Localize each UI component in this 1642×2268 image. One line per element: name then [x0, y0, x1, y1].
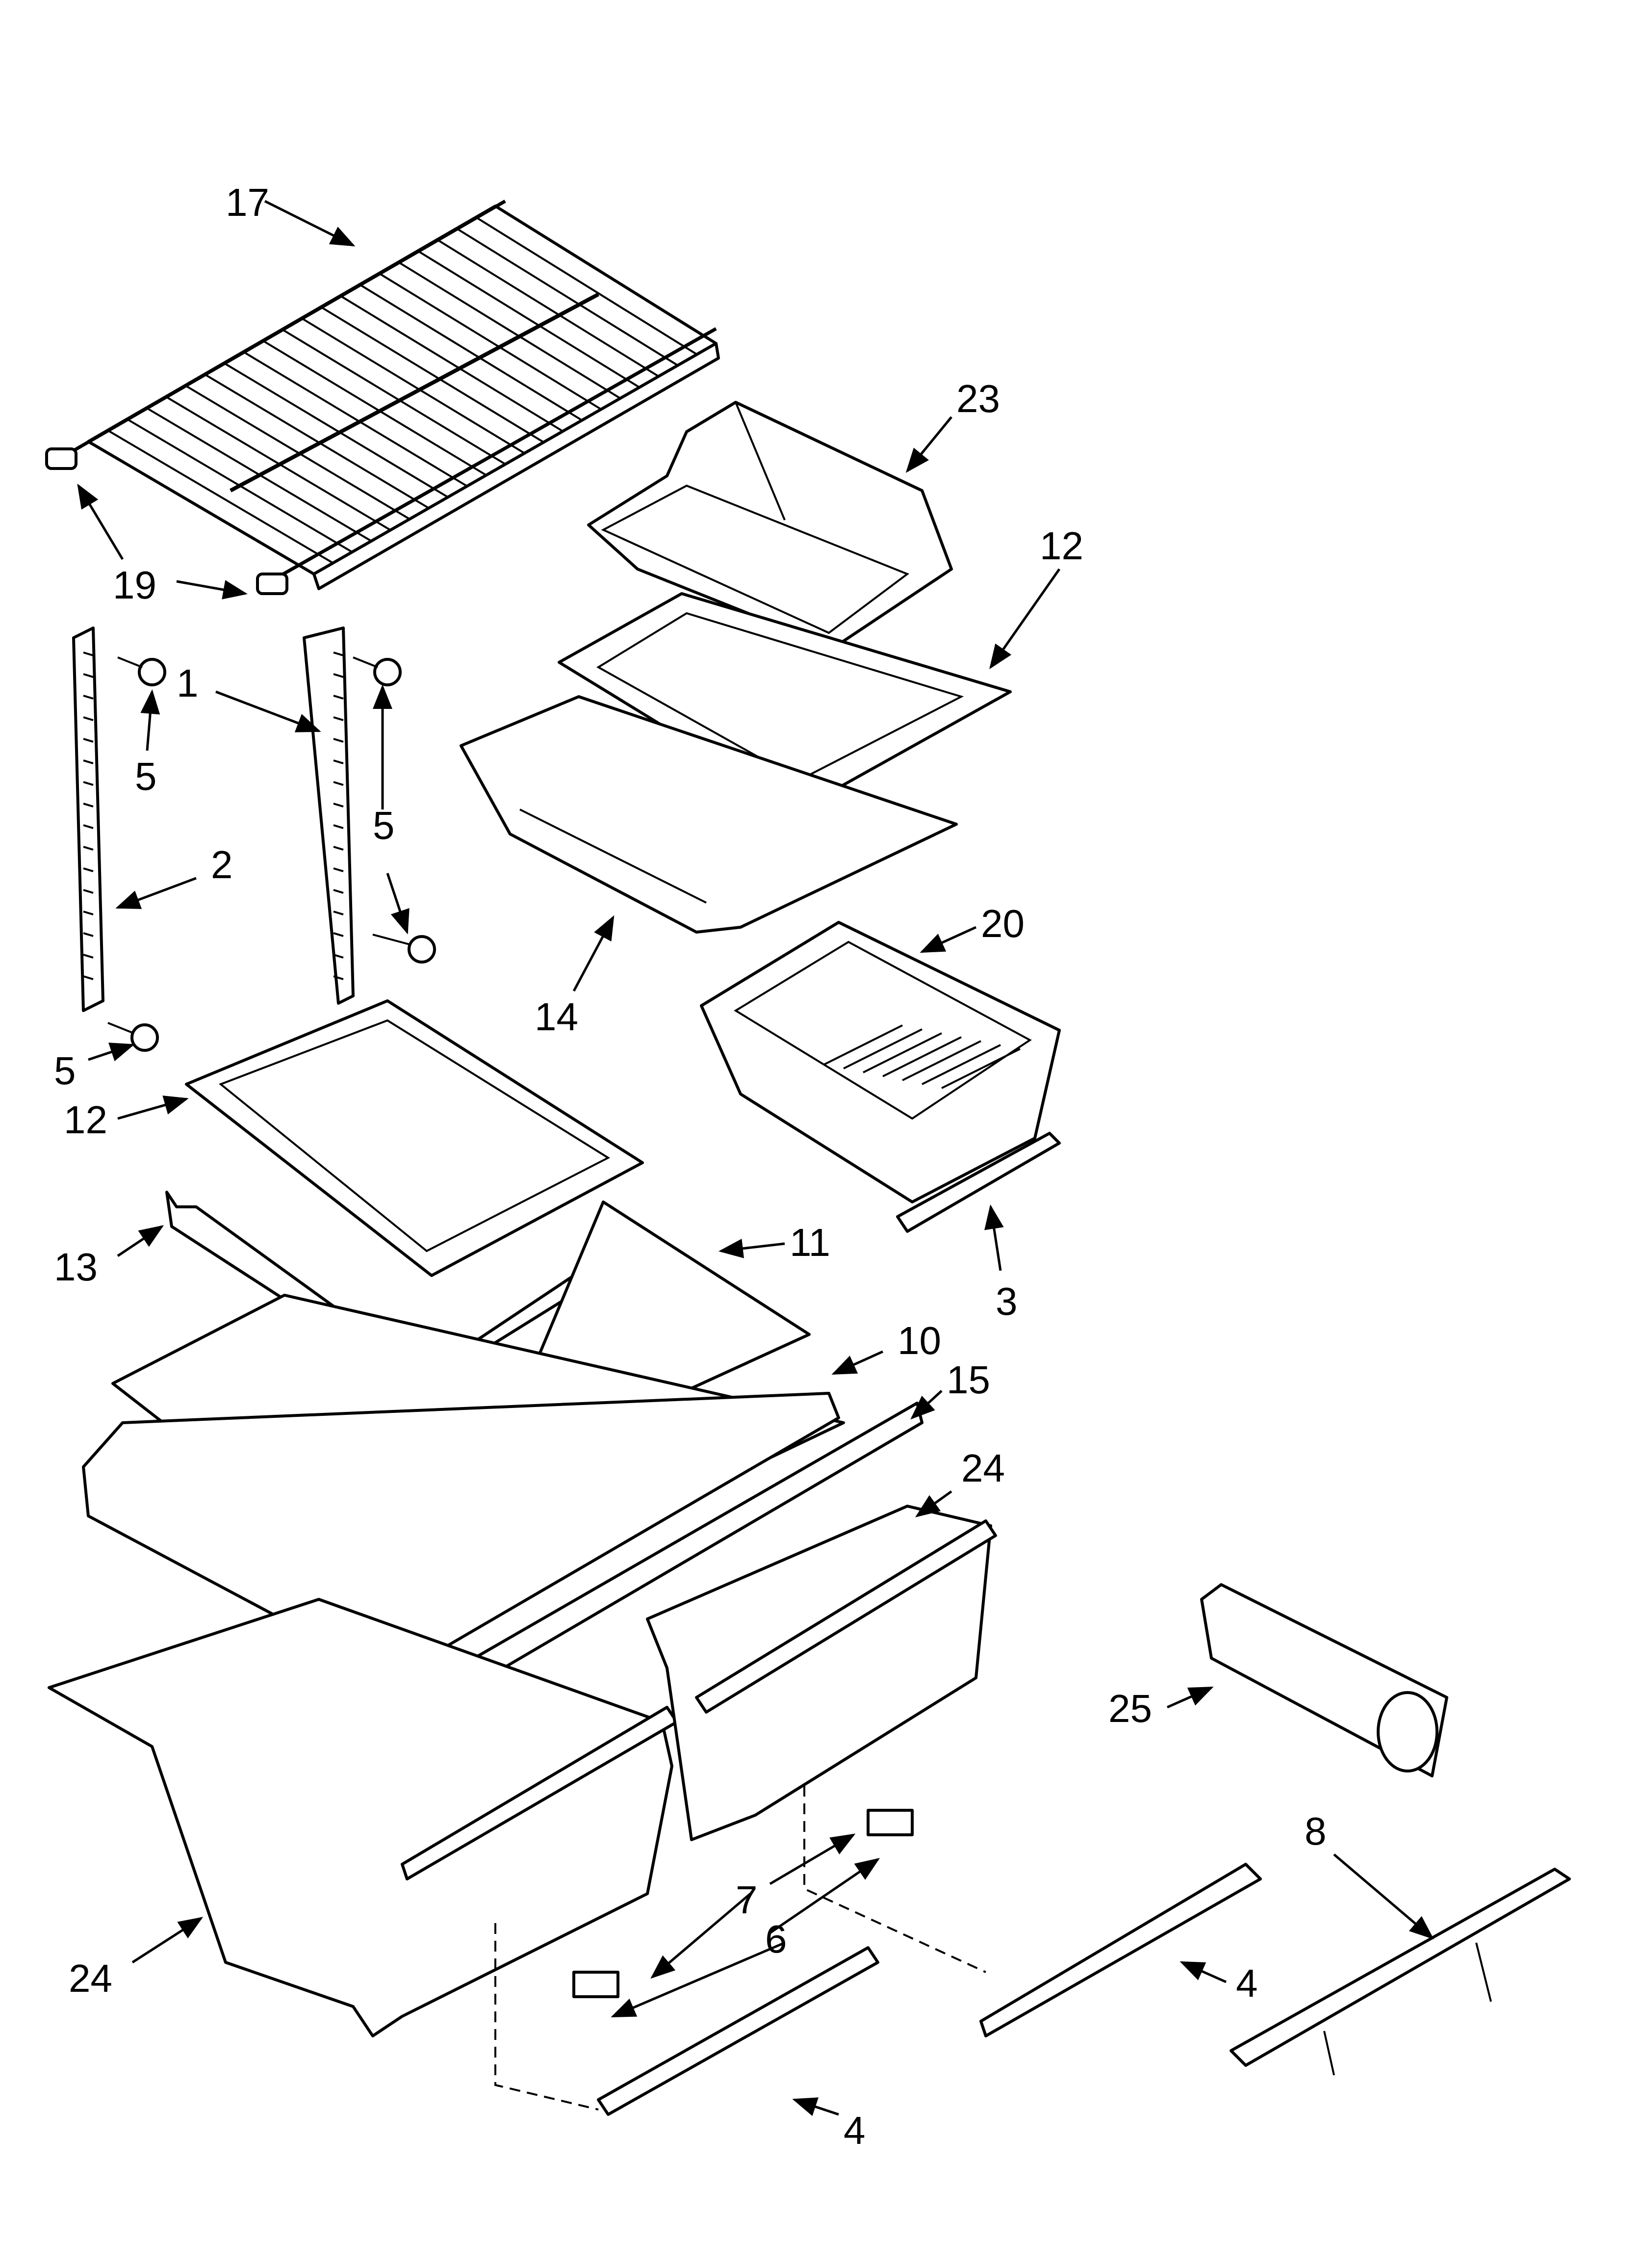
crisper-drawer-part — [48, 1505, 997, 2037]
callout-4: 4 — [1236, 1961, 1258, 2005]
callout-8: 8 — [1305, 1809, 1327, 1853]
callout-12: 12 — [1040, 524, 1083, 568]
callout-5: 5 — [54, 1049, 76, 1093]
screw-part — [107, 656, 436, 1052]
callout-labels: 17 23 12 19 1 5 5 2 14 20 5 12 13 11 3 1… — [54, 181, 1327, 2152]
drawer-rail-part — [597, 1863, 1262, 2116]
callout-14: 14 — [535, 995, 578, 1039]
callout-6: 6 — [765, 1917, 787, 1961]
callout-1: 1 — [177, 661, 199, 705]
callout-20: 20 — [981, 902, 1025, 945]
wire-shelf-part — [63, 199, 720, 590]
callout-4: 4 — [844, 2109, 866, 2152]
callout-12: 12 — [64, 1098, 107, 1142]
callout-7: 7 — [736, 1878, 758, 1922]
callout-15: 15 — [947, 1358, 990, 1402]
callout-17: 17 — [226, 181, 269, 224]
cover-plate-part — [1230, 1868, 1571, 2076]
callout-24: 24 — [961, 1446, 1005, 1490]
callout-13: 13 — [54, 1245, 98, 1289]
callout-5: 5 — [135, 755, 157, 798]
callout-23: 23 — [956, 377, 1000, 420]
callout-2: 2 — [211, 843, 233, 886]
callout-5: 5 — [373, 804, 395, 847]
meat-drawer-part — [700, 921, 1061, 1203]
tube-part — [1200, 1583, 1448, 1777]
callout-3: 3 — [996, 1279, 1018, 1323]
callout-19: 19 — [113, 563, 156, 607]
shelf-ladder-part — [72, 626, 355, 1012]
callout-10: 10 — [898, 1319, 941, 1362]
callout-11: 11 — [790, 1221, 830, 1264]
glass-shelf-part — [185, 999, 644, 1277]
end-cap-part — [45, 447, 288, 595]
leader-arrows — [77, 200, 1434, 2116]
callout-25: 25 — [1108, 1687, 1152, 1730]
slide-clip-part — [572, 1809, 914, 1998]
callout-24: 24 — [69, 1956, 112, 2000]
drawer-trim-part — [896, 1132, 1061, 1233]
crisper-frame-part — [460, 695, 958, 934]
assembly-guides — [494, 1786, 986, 2111]
storage-bin-part — [587, 401, 953, 649]
